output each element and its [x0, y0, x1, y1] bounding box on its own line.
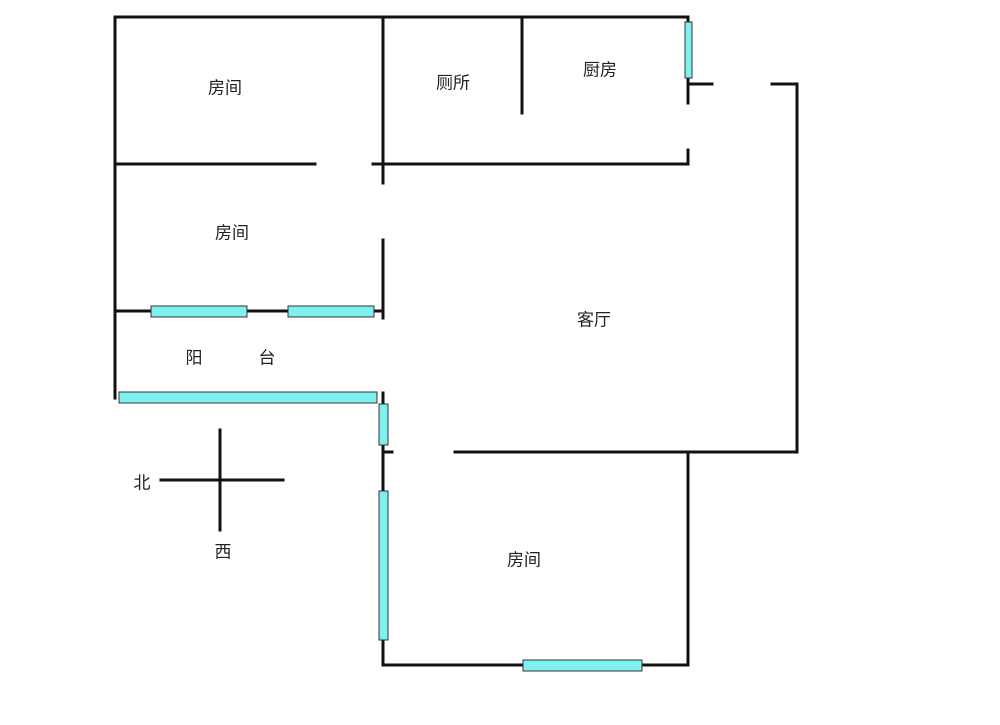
window-kitchen [684, 21, 693, 79]
window-balcony-inner-2 [287, 305, 375, 318]
room-label-kitchen: 厨房 [583, 60, 617, 81]
room-label-balcony-1: 阳 [185, 348, 203, 369]
compass [159, 428, 285, 532]
window-bedroom-bottom [522, 659, 643, 672]
window-bedroom-left [378, 490, 389, 641]
compass-west-label: 西 [214, 542, 232, 563]
window-balcony-inner-1 [150, 305, 248, 318]
room-label-bedroom: 房间 [215, 223, 249, 244]
room-label-bedroom: 房间 [507, 550, 541, 571]
walls [113, 15, 799, 667]
room-label-toilet: 厕所 [436, 73, 470, 94]
compass-north-label: 北 [133, 473, 151, 494]
room-label-balcony-2: 台 [258, 348, 276, 369]
room-label-bedroom: 房间 [208, 78, 242, 99]
windows [118, 21, 693, 672]
window-balcony-outer [118, 391, 378, 404]
window-side-small [378, 403, 389, 446]
room-label-living-room: 客厅 [577, 310, 611, 331]
